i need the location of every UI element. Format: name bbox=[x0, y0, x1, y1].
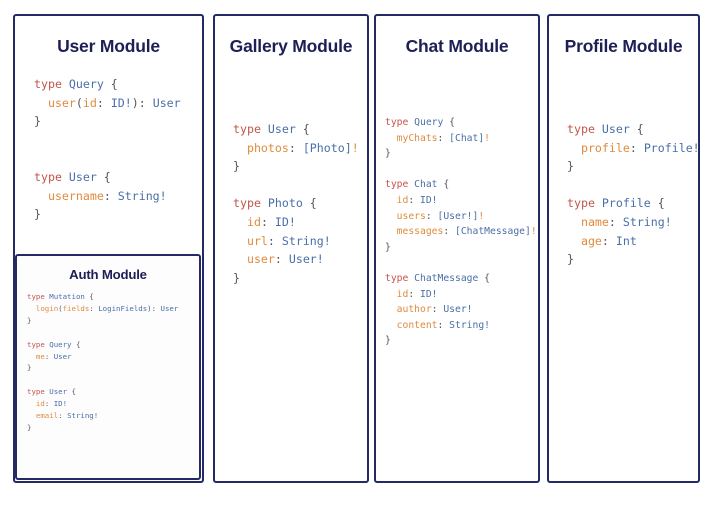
module-code-profile: type User { profile: Profile! } type Pro… bbox=[567, 122, 700, 267]
module-title-chat: Chat Module bbox=[405, 36, 509, 56]
module-title-user: User Module bbox=[57, 36, 160, 56]
module-card-gallery[interactable]: Gallery Module type User { photos: [Phot… bbox=[213, 14, 369, 483]
module-code-user: type Query { user(id: ID!): User } type … bbox=[34, 77, 181, 222]
module-code-chat: type Query { myChats: [Chat]! } type Cha… bbox=[385, 117, 537, 347]
module-card-auth[interactable]: Auth Module type Mutation { login(fields… bbox=[15, 254, 201, 480]
module-title-profile: Profile Module bbox=[564, 36, 683, 56]
module-code-gallery: type User { photos: [Photo]! } type Phot… bbox=[233, 122, 359, 285]
module-title-auth: Auth Module bbox=[69, 267, 147, 282]
module-title-gallery: Gallery Module bbox=[229, 36, 353, 56]
module-card-chat[interactable]: Chat Module type Query { myChats: [Chat]… bbox=[374, 14, 540, 483]
module-card-profile[interactable]: Profile Module type User { profile: Prof… bbox=[547, 14, 700, 483]
module-code-auth: type Mutation { login(fields: LoginField… bbox=[27, 292, 179, 432]
module-card-user[interactable]: User Module type Query { user(id: ID!): … bbox=[13, 14, 204, 483]
